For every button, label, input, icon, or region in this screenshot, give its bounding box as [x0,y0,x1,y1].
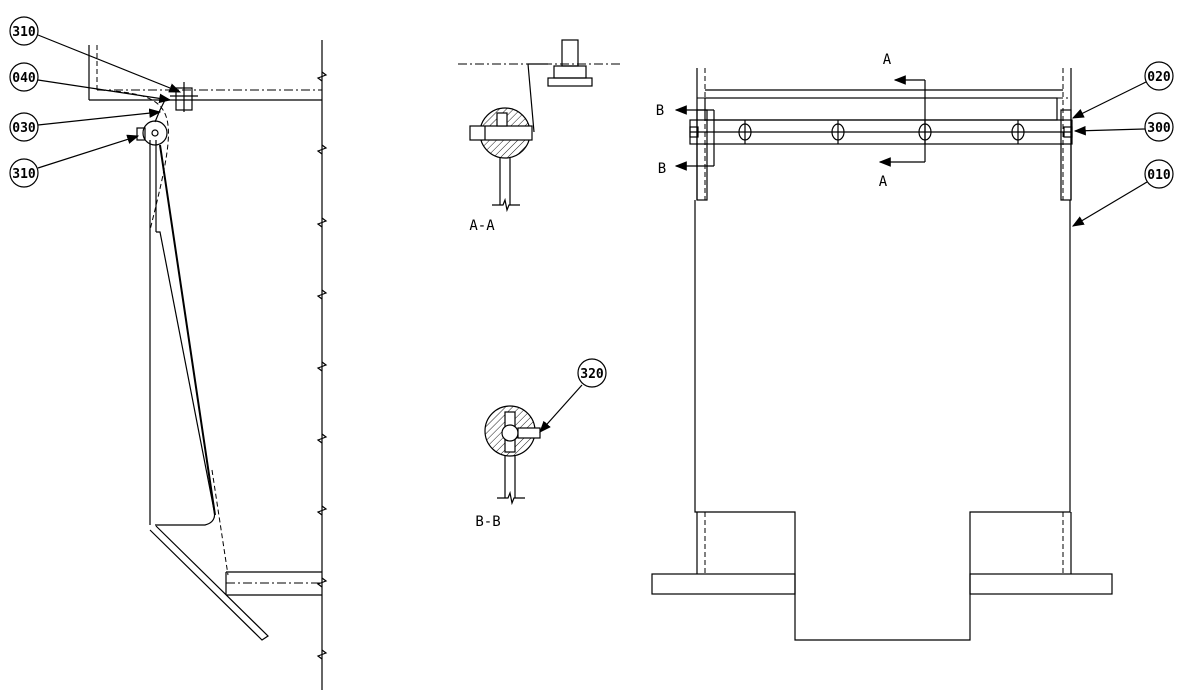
balloon-310-bottom: 310 [9,134,140,188]
svg-text:010: 010 [1147,168,1171,183]
bolt-2 [831,120,845,144]
section-aa-label: A-A [469,218,495,234]
section-a-top-label: A [883,52,892,68]
balloon-020: 020 [1071,61,1174,119]
balloon-030: 030 [9,108,162,142]
bolt-1 [738,120,752,144]
svg-text:320: 320 [580,367,604,382]
section-b-top-label: B [656,103,664,119]
break-marks [316,71,328,660]
balloon-010: 010 [1071,159,1174,227]
svg-text:310: 310 [12,167,36,182]
section-a-bottom-label: A [879,174,888,190]
svg-text:030: 030 [12,121,36,136]
section-b-bottom-label: B [658,161,666,177]
balloon-040: 040 [9,62,172,104]
svg-text:040: 040 [12,71,36,86]
balloon-310-top: 310 [9,16,182,93]
balloon-320: 320 [539,358,607,433]
svg-text:310: 310 [12,25,36,40]
svg-text:020: 020 [1147,70,1171,85]
side-view [88,40,328,690]
bolt-4 [1011,120,1025,144]
svg-text:300: 300 [1147,121,1171,136]
balloon-300: 300 [1073,112,1174,142]
section-aa: A-A [458,39,622,234]
front-view [651,68,1113,641]
section-bb: B-B [475,405,541,530]
section-bb-label: B-B [475,514,500,530]
